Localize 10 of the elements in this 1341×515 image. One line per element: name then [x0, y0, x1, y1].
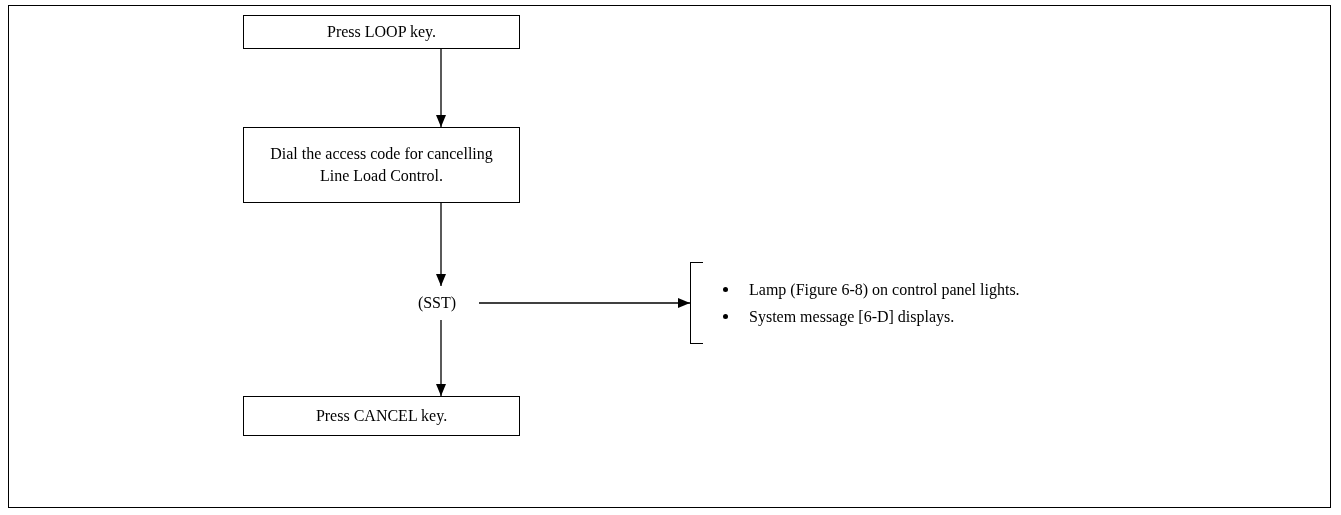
arrow — [436, 202, 446, 287]
signal-text: (SST) — [395, 286, 479, 320]
process-box: Press CANCEL key. — [243, 396, 520, 436]
list-text: System message [6-D] displays. — [749, 308, 955, 325]
arrow — [436, 48, 446, 128]
arrow — [478, 298, 691, 308]
list-text: Lamp (Figure 6-8) on control panel lights. — [749, 281, 1020, 298]
arrow — [436, 319, 446, 397]
process-box: Dial the access code for cancelling Line Load Control. — [243, 127, 520, 203]
process-box: Press LOOP key. — [243, 15, 520, 49]
